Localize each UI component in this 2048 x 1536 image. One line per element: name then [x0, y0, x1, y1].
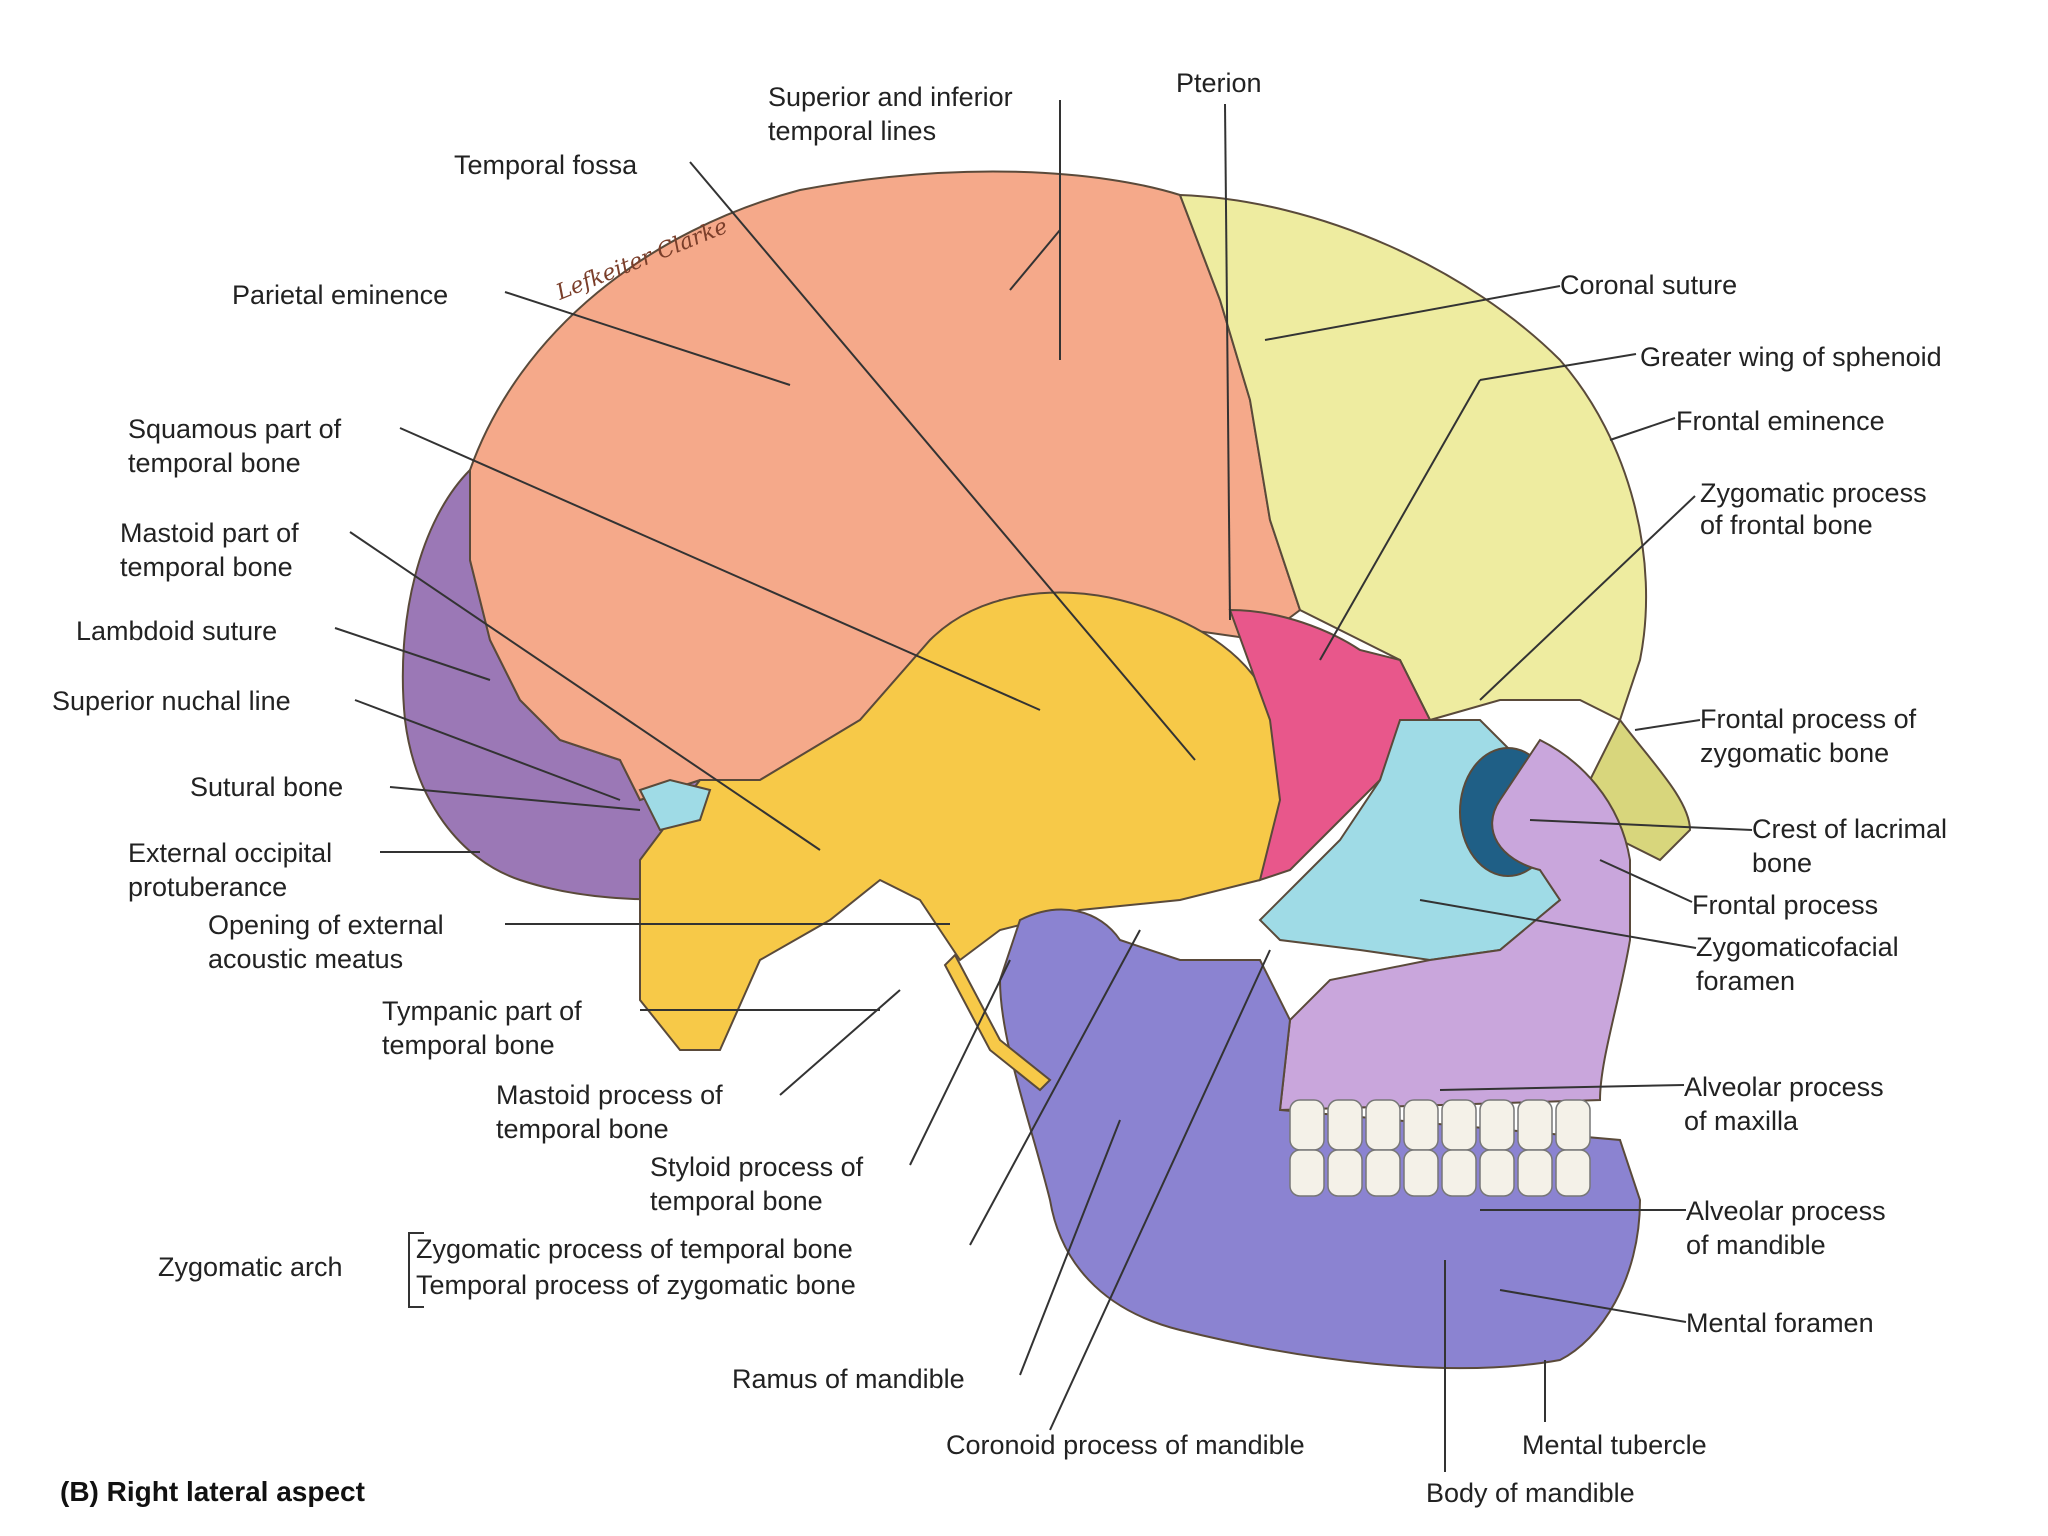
tooth: [1517, 1149, 1553, 1197]
teeth: [1289, 1099, 1591, 1197]
leader-line: [349, 531, 821, 851]
label-frontal-eminence: Frontal eminence: [1676, 406, 1885, 436]
label-superior-nuchal-line: Superior nuchal line: [52, 686, 291, 716]
label-styloid-2: temporal bone: [650, 1186, 823, 1216]
label-frontal-process: Frontal process: [1692, 890, 1879, 920]
maxilla: [1278, 738, 1631, 1112]
leader-line: [1479, 353, 1637, 381]
label-squamous-1: Squamous part of: [128, 414, 342, 444]
tooth: [1327, 1099, 1363, 1151]
sutural-bone: [638, 778, 712, 832]
label-opening-meatus-2: acoustic meatus: [208, 944, 404, 974]
tooth: [1365, 1099, 1401, 1151]
label-crest-lacrimal-2: bone: [1752, 848, 1813, 878]
label-zygomatic-process-frontal-2: of frontal bone: [1700, 510, 1873, 540]
label-mastoid-part-2: temporal bone: [120, 552, 293, 582]
leader-line: [389, 786, 641, 811]
label-temporal-fossa: Temporal fossa: [454, 150, 638, 180]
leader-line: [909, 959, 1011, 1166]
label-temp-proc-zygomatic: Temporal process of zygomatic bone: [416, 1270, 856, 1300]
leader-line: [1264, 285, 1561, 341]
leader-line: [1499, 1289, 1687, 1323]
tooth: [1517, 1099, 1553, 1151]
leader-line: [1009, 229, 1061, 291]
leader-line: [1609, 417, 1676, 441]
label-tympanic-1: Tympanic part of: [382, 996, 582, 1026]
label-pterion: Pterion: [1176, 68, 1262, 98]
frontal-bone: [1178, 193, 1648, 722]
label-mastoid-process-2: temporal bone: [496, 1114, 669, 1144]
leader-line: [1439, 1084, 1685, 1091]
label-mental-foramen: Mental foramen: [1686, 1308, 1874, 1338]
tooth: [1555, 1149, 1591, 1197]
label-superior-inferior-temporal-lines-2: temporal lines: [768, 116, 937, 146]
tooth: [1365, 1149, 1401, 1197]
leader-line: [399, 427, 1041, 711]
styloid-process: [943, 953, 1052, 1092]
label-crest-lacrimal-1: Crest of lacrimal: [1752, 814, 1948, 844]
leader-line: [1319, 379, 1481, 661]
leader-line: [1599, 859, 1693, 903]
leader-line: [1529, 819, 1753, 831]
tooth: [1441, 1099, 1477, 1151]
label-frontal-process-zygomatic-2: zygomatic bone: [1700, 738, 1890, 768]
label-ramus: Ramus of mandible: [732, 1364, 965, 1394]
tooth: [1441, 1149, 1477, 1197]
leader-line: [689, 161, 1196, 761]
label-mastoid-part-1: Mastoid part of: [120, 518, 299, 548]
label-superior-inferior-temporal-lines-1: Superior and inferior: [768, 82, 1013, 112]
tooth: [1555, 1099, 1591, 1151]
label-frontal-process-zygomatic-1: Frontal process of: [1700, 704, 1917, 734]
tooth: [1289, 1099, 1325, 1151]
label-tympanic-2: temporal bone: [382, 1030, 555, 1060]
label-opening-meatus-1: Opening of external: [208, 910, 444, 940]
leader-line: [1224, 103, 1231, 621]
label-zygomatic-process-frontal-1: Zygomatic process: [1700, 478, 1927, 508]
figure-caption: (B) Right lateral aspect: [60, 1476, 365, 1507]
zygomatic-arch-bracket: [408, 1232, 424, 1308]
label-sutural-bone: Sutural bone: [190, 772, 344, 802]
tooth: [1479, 1099, 1515, 1151]
label-parietal-eminence: Parietal eminence: [232, 280, 449, 310]
leader-line: [969, 929, 1141, 1246]
label-alveolar-mandible-2: of mandible: [1686, 1230, 1826, 1260]
label-mastoid-process-1: Mastoid process of: [496, 1080, 723, 1110]
leader-line: [334, 627, 491, 681]
leader-line: [1419, 899, 1697, 949]
leader-line: [1479, 495, 1696, 701]
leader-line: [504, 291, 791, 386]
label-external-occipital-1: External occipital: [128, 838, 333, 868]
leader-line: [779, 989, 901, 1096]
label-alveolar-mandible-1: Alveolar process: [1686, 1196, 1886, 1226]
label-lambdoid-suture: Lambdoid suture: [76, 616, 278, 646]
label-styloid-1: Styloid process of: [650, 1152, 864, 1182]
label-alveolar-maxilla-1: Alveolar process: [1684, 1072, 1884, 1102]
label-zyg-proc-temporal: Zygomatic process of temporal bone: [416, 1234, 853, 1264]
label-squamous-2: temporal bone: [128, 448, 301, 478]
tooth: [1289, 1149, 1325, 1197]
tooth: [1327, 1149, 1363, 1197]
sphenoid-bone: [1228, 608, 1432, 882]
tooth: [1479, 1149, 1515, 1197]
label-greater-wing-sphenoid: Greater wing of sphenoid: [1640, 342, 1942, 372]
leader-line: [1634, 719, 1701, 731]
leader-line: [354, 699, 621, 801]
leader-lines: [334, 100, 1753, 1472]
tooth: [1403, 1149, 1439, 1197]
label-mental-tubercle: Mental tubercle: [1522, 1430, 1707, 1460]
leader-line: [1019, 1119, 1121, 1376]
tooth: [1403, 1099, 1439, 1151]
label-body-mandible: Body of mandible: [1426, 1478, 1635, 1508]
label-coronoid: Coronoid process of mandible: [946, 1430, 1305, 1460]
label-zygomaticofacial-1: Zygomaticofacial: [1696, 932, 1899, 962]
label-zygomatic-arch: Zygomatic arch: [158, 1252, 343, 1282]
label-zygomaticofacial-2: foramen: [1696, 966, 1796, 996]
label-coronal-suture: Coronal suture: [1560, 270, 1738, 300]
label-external-occipital-2: protuberance: [128, 872, 288, 902]
leader-line: [1049, 949, 1271, 1431]
label-alveolar-maxilla-2: of maxilla: [1684, 1106, 1799, 1136]
